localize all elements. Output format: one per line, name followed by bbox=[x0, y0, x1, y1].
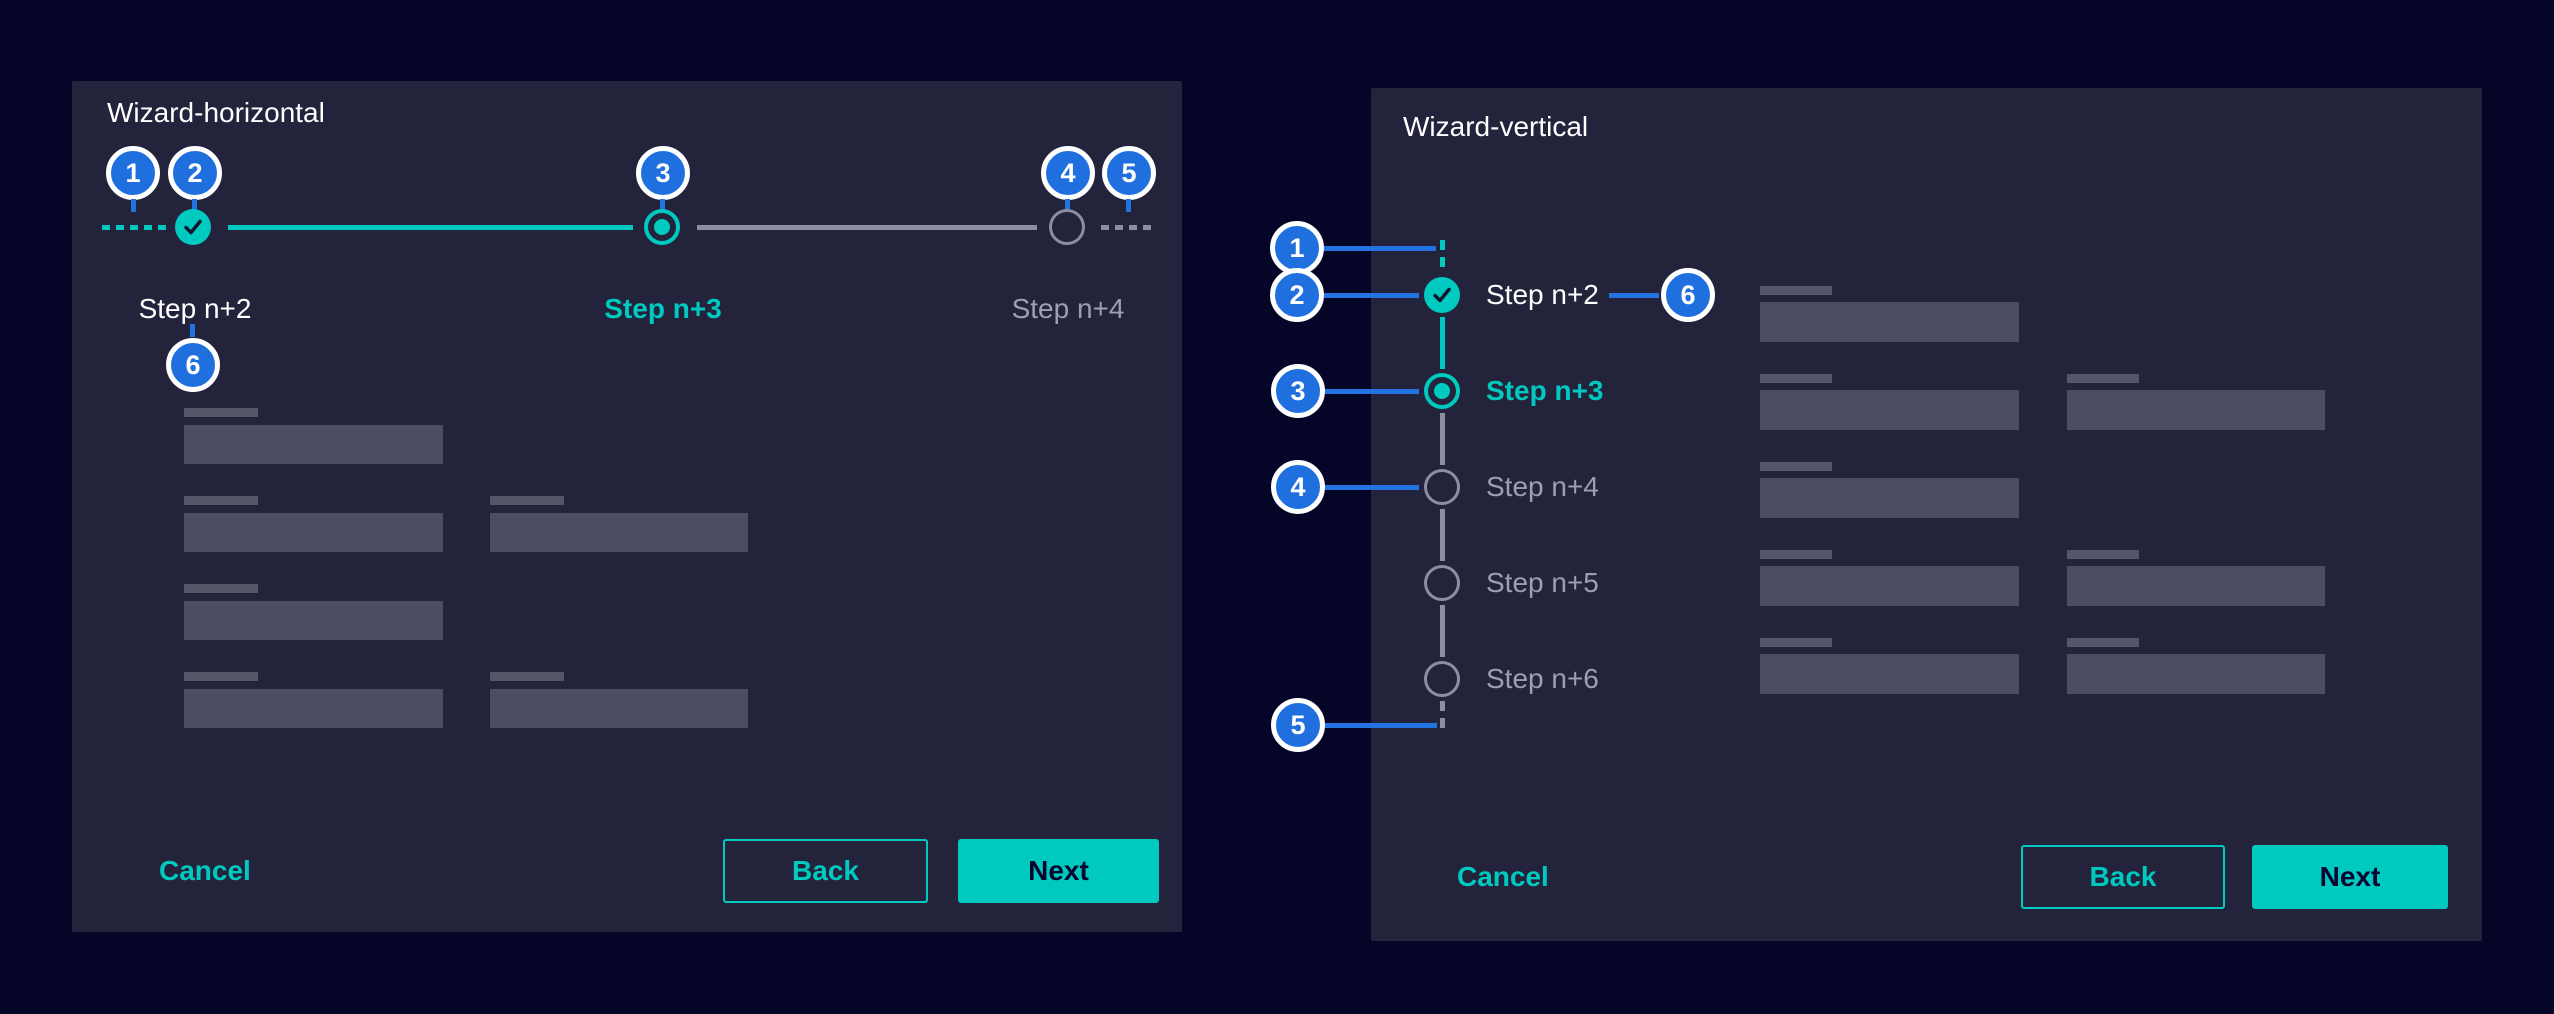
annotation-badge-5: 5 bbox=[1271, 698, 1325, 752]
field-label-placeholder bbox=[184, 496, 258, 505]
annotation-badge-3: 3 bbox=[636, 146, 690, 200]
step-open-indicator[interactable] bbox=[1424, 565, 1460, 601]
annotation-pointer bbox=[1126, 199, 1131, 212]
annotation-badge-3: 3 bbox=[1271, 364, 1325, 418]
field-input-placeholder bbox=[184, 601, 443, 640]
step-open-indicator[interactable] bbox=[1424, 661, 1460, 697]
field-label-placeholder bbox=[2067, 374, 2139, 383]
step-open-indicator[interactable] bbox=[1424, 469, 1460, 505]
stepper-leading-dashes bbox=[102, 225, 166, 230]
step-label-open[interactable]: Step n+4 bbox=[1011, 293, 1125, 324]
annotation-pointer bbox=[660, 199, 665, 212]
field-input-placeholder bbox=[2067, 654, 2325, 694]
step-label-open[interactable]: Step n+5 bbox=[1486, 567, 1599, 598]
field-input-placeholder bbox=[1760, 654, 2019, 694]
annotation-badge-2: 2 bbox=[1270, 268, 1324, 322]
stepper-line-open bbox=[1440, 413, 1445, 465]
annotation-line bbox=[1325, 389, 1419, 394]
step-label-done[interactable]: Step n+2 bbox=[138, 293, 252, 324]
annotation-line bbox=[1324, 293, 1419, 298]
field-label-placeholder bbox=[490, 672, 564, 681]
annotation-pointer bbox=[131, 199, 136, 212]
annotation-badge-5: 5 bbox=[1102, 146, 1156, 200]
stepper-trailing-dashes bbox=[1440, 701, 1445, 735]
step-done-indicator[interactable] bbox=[1424, 277, 1460, 313]
field-input-placeholder bbox=[2067, 390, 2325, 430]
wizard-horizontal-panel: Wizard-horizontal 1 2 3 4 5 Step n+2 Ste… bbox=[72, 81, 1182, 932]
field-input-placeholder bbox=[1760, 478, 2019, 518]
cancel-button[interactable]: Cancel bbox=[159, 855, 251, 886]
annotation-badge-1: 1 bbox=[1270, 221, 1324, 275]
step-label-open[interactable]: Step n+4 bbox=[1486, 471, 1599, 502]
back-button[interactable]: Back bbox=[723, 839, 928, 903]
step-current-indicator[interactable] bbox=[1424, 373, 1460, 409]
next-button[interactable]: Next bbox=[958, 839, 1159, 903]
field-input-placeholder bbox=[490, 689, 748, 728]
field-label-placeholder bbox=[1760, 286, 1832, 295]
field-input-placeholder bbox=[1760, 566, 2019, 606]
annotation-badge-4: 4 bbox=[1271, 460, 1325, 514]
field-label-placeholder bbox=[184, 672, 258, 681]
field-label-placeholder bbox=[2067, 638, 2139, 647]
stepper-line-done bbox=[228, 225, 633, 230]
field-input-placeholder bbox=[1760, 390, 2019, 430]
annotation-pointer bbox=[190, 324, 195, 337]
step-label-current[interactable]: Step n+3 bbox=[604, 293, 722, 324]
annotation-badge-1: 1 bbox=[106, 146, 160, 200]
field-label-placeholder bbox=[1760, 638, 1832, 647]
field-label-placeholder bbox=[184, 584, 258, 593]
annotation-badge-4: 4 bbox=[1041, 146, 1095, 200]
step-current-indicator[interactable] bbox=[644, 209, 680, 245]
annotation-pointer bbox=[1065, 199, 1070, 212]
wizard-vertical-panel: Wizard-vertical Step n+2 Step n+3 Step n… bbox=[1270, 88, 2482, 941]
field-label-placeholder bbox=[1760, 462, 1832, 471]
check-icon bbox=[184, 219, 202, 235]
annotation-line bbox=[1325, 485, 1419, 490]
field-input-placeholder bbox=[1760, 302, 2019, 342]
step-label-done[interactable]: Step n+2 bbox=[1486, 279, 1599, 310]
annotation-badge-2: 2 bbox=[168, 146, 222, 200]
cancel-button[interactable]: Cancel bbox=[1457, 861, 1549, 892]
field-label-placeholder bbox=[184, 408, 258, 417]
panel-title: Wizard-vertical bbox=[1403, 111, 1589, 142]
field-label-placeholder bbox=[2067, 550, 2139, 559]
annotation-line bbox=[1324, 246, 1436, 251]
field-input-placeholder bbox=[184, 425, 443, 464]
field-input-placeholder bbox=[184, 513, 443, 552]
field-label-placeholder bbox=[1760, 550, 1832, 559]
annotation-line bbox=[1609, 293, 1659, 298]
field-input-placeholder bbox=[2067, 566, 2325, 606]
annotation-pointer bbox=[192, 199, 197, 212]
annotation-badge-6: 6 bbox=[1661, 268, 1715, 322]
field-input-placeholder bbox=[184, 689, 443, 728]
panel-title: Wizard-horizontal bbox=[107, 97, 325, 128]
step-done-indicator[interactable] bbox=[175, 209, 211, 245]
step-open-indicator[interactable] bbox=[1049, 209, 1085, 245]
next-button[interactable]: Next bbox=[2252, 845, 2448, 909]
stepper-leading-dashes bbox=[1440, 240, 1445, 274]
step-label-current[interactable]: Step n+3 bbox=[1486, 375, 1604, 406]
annotation-badge-6: 6 bbox=[166, 338, 220, 392]
check-icon bbox=[1433, 287, 1451, 303]
field-label-placeholder bbox=[490, 496, 564, 505]
step-label-open[interactable]: Step n+6 bbox=[1486, 663, 1599, 694]
annotation-line bbox=[1325, 723, 1437, 728]
stepper-line-open bbox=[697, 225, 1037, 230]
field-label-placeholder bbox=[1760, 374, 1832, 383]
stepper-trailing-dashes bbox=[1101, 225, 1151, 230]
stepper-line-open bbox=[1440, 605, 1445, 657]
stepper-line-open bbox=[1440, 509, 1445, 561]
field-input-placeholder bbox=[490, 513, 748, 552]
back-button[interactable]: Back bbox=[2021, 845, 2225, 909]
stepper-line-done bbox=[1440, 317, 1445, 369]
